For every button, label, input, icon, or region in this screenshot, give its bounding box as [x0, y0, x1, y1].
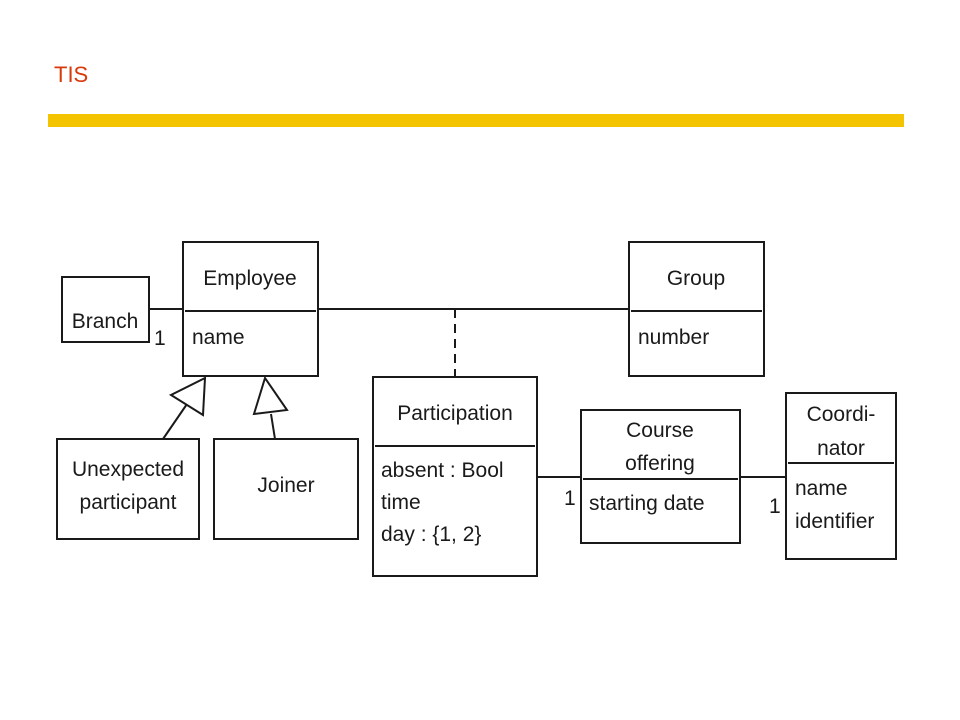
class-group-name: Group [667, 267, 725, 290]
class-coordinator-name: Coordi- [807, 403, 876, 426]
class-course-offering-name: offering [625, 452, 695, 475]
class-participation-name: Participation [397, 402, 513, 425]
multiplicity-course-coordinator: 1 [769, 495, 781, 518]
class-branch-name: Branch [72, 310, 139, 333]
class-course-offering-attribute: starting date [589, 492, 705, 515]
class-employee-attribute: name [192, 326, 245, 349]
class-joiner: Joiner [213, 438, 359, 540]
generalization-arrowhead-joiner [252, 375, 289, 416]
multiplicity-participation-course: 1 [564, 487, 576, 510]
class-coordinator-attribute: identifier [795, 510, 874, 533]
class-employee: Employee name [182, 241, 319, 377]
class-unexpected-participant-name: Unexpected [72, 458, 184, 481]
class-course-offering: Course offering starting date [580, 409, 741, 544]
class-coordinator-name: nator [817, 437, 865, 460]
class-participation: Participation absent : Bool time day : {… [372, 376, 538, 577]
generalization-line-unexpected [162, 403, 188, 440]
class-group: Group number [628, 241, 765, 377]
class-coordinator: Coordi- nator name identifier [785, 392, 897, 560]
class-branch: Branch [61, 276, 150, 343]
slide-title: TIS [54, 62, 89, 87]
class-participation-attribute: day : {1, 2} [381, 523, 481, 546]
class-unexpected-participant: Unexpected participant [56, 438, 200, 540]
multiplicity-branch-employee: 1 [154, 327, 166, 350]
class-unexpected-participant-name: participant [80, 491, 177, 514]
generalization-line-joiner [270, 413, 276, 440]
title-underline-bar [48, 114, 904, 127]
generalization-arrowhead-unexpected [168, 376, 207, 417]
class-group-attribute: number [638, 326, 709, 349]
class-employee-name: Employee [203, 267, 296, 290]
class-course-offering-name: Course [626, 419, 694, 442]
class-coordinator-attribute: name [795, 477, 848, 500]
class-joiner-name: Joiner [257, 474, 314, 497]
class-participation-attribute: time [381, 491, 421, 514]
class-participation-attribute: absent : Bool [381, 459, 504, 482]
